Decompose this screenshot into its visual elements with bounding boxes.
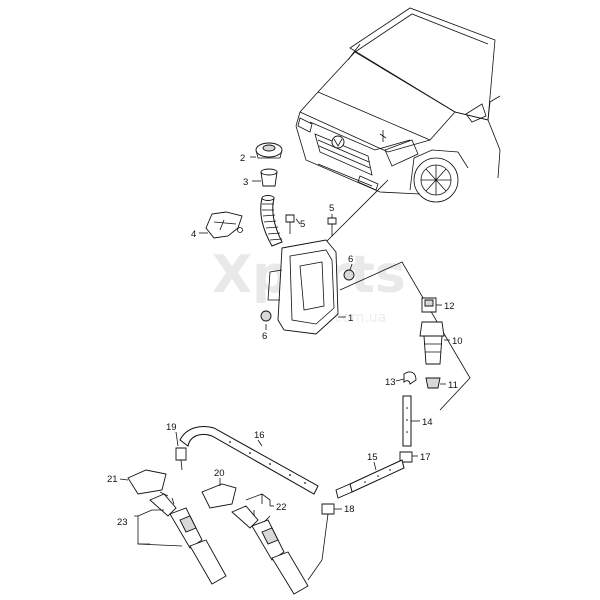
callout-14: 14: [422, 417, 433, 428]
callout-4: 4: [191, 229, 196, 240]
callout-1: 1: [348, 313, 353, 324]
callout-12: 12: [444, 301, 455, 312]
callout-21: 21: [107, 474, 118, 485]
callout-3: 3: [243, 177, 248, 188]
callout-15: 15: [367, 452, 378, 463]
callout-18: 18: [344, 504, 355, 515]
part-callouts: 2 3 4 5 5 6 6 1 12 10 13 11 14 19 16 15 …: [107, 153, 463, 528]
callout-5a: 5: [300, 219, 305, 230]
callout-13: 13: [385, 377, 396, 388]
washer-pump-and-hoses: [175, 261, 471, 581]
callout-5b: 5: [329, 203, 334, 214]
callout-20: 20: [214, 468, 225, 479]
callout-6a: 6: [348, 254, 353, 265]
headlight-washer-nozzles: [119, 469, 309, 595]
callout-11: 11: [448, 380, 458, 391]
washer-reservoir-assembly: [199, 142, 355, 335]
callout-10: 10: [452, 336, 463, 347]
callout-23: 23: [117, 517, 128, 528]
callout-6b: 6: [262, 331, 267, 342]
callout-16: 16: [254, 430, 265, 441]
vehicle-front-illustration: [295, 7, 501, 249]
callout-17: 17: [420, 452, 431, 463]
watermark-site: .com.ua: [330, 310, 386, 326]
callout-2: 2: [240, 153, 245, 164]
callout-22: 22: [276, 502, 287, 513]
callout-19: 19: [166, 422, 177, 433]
